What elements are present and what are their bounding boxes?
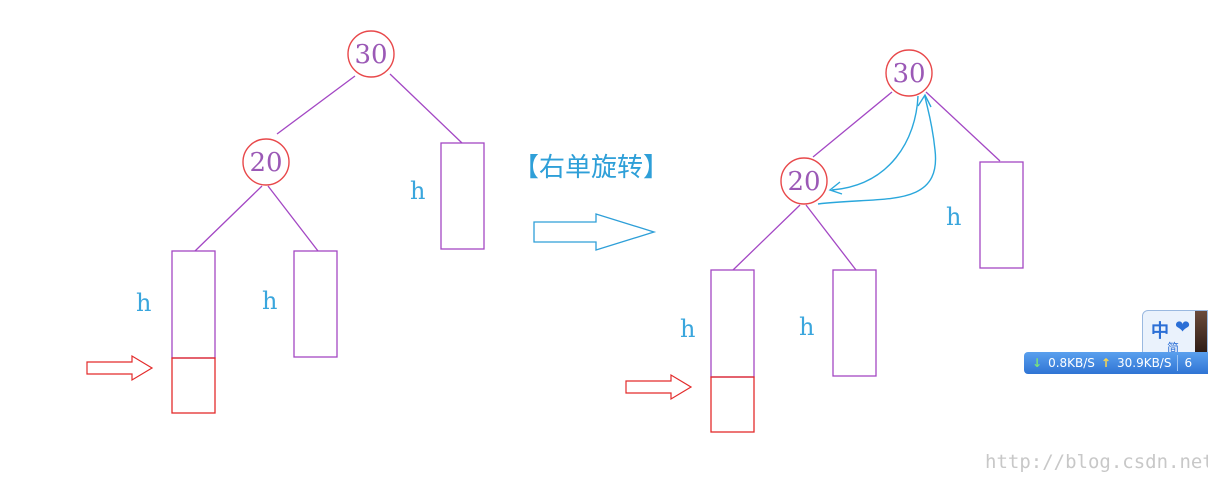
curve-arrowhead-30 [918,95,931,107]
rotation-curve-outer [818,96,936,204]
divider [1177,355,1178,371]
edge-20-right-subtree [268,186,318,251]
height-label-r-right-of-30: h [946,203,961,231]
insertion-arrow-r [626,375,691,399]
height-label-r-left-of-20: h [680,315,695,343]
download-arrow-icon: ↓ [1032,356,1042,370]
edge-20-left-subtree [195,186,262,251]
heart-icon[interactable]: ❤ [1175,317,1190,338]
node-r-20-label: 20 [787,167,820,197]
subtree-right-of-20 [294,251,337,357]
rotation-curve-inner [832,96,918,190]
download-speed: 0.8KB/S [1048,356,1095,370]
subtree-left-of-20 [172,251,215,358]
insertion-arrow [87,356,152,380]
edge-r-30-20 [813,92,892,157]
avatar [1195,311,1207,354]
transform-arrow [534,214,654,250]
height-label-left-of-20: h [136,289,151,317]
subtree-r-left-of-20 [711,270,754,377]
network-speed-bar: ↓ 0.8KB/S ↑ 30.9KB/S 6 [1024,352,1208,374]
subtree-r-right-of-20 [833,270,876,376]
height-label-right-of-30: h [410,177,425,205]
edge-r-20-right-subtree [806,205,856,270]
upload-arrow-icon: ↑ [1101,356,1111,370]
subtree-right-of-30 [441,143,484,249]
inserted-node-box-r [711,377,754,432]
watermark: http://blog.csdn.net/ [985,451,1208,473]
height-label-right-of-20: h [262,287,277,315]
node-20-label: 20 [249,148,282,178]
inserted-node-box [172,358,215,413]
node-r-30-label: 30 [892,59,925,89]
ime-toolbar[interactable]: 中 ❤ 简 [1142,310,1208,354]
upload-speed: 30.9KB/S [1117,356,1171,370]
height-label-r-right-of-20: h [799,313,814,341]
edge-30-right-subtree [390,74,462,143]
edge-30-20 [277,76,355,134]
edge-r-30-right-subtree [926,92,1000,161]
tree-after: 30 20 h h h [626,50,1023,432]
rotation-title: 【右单旋转】 [513,153,669,183]
netbar-extra: 6 [1184,356,1192,370]
curve-arrowhead-20 [830,182,842,194]
edge-r-20-left-subtree [733,205,800,270]
node-30-label: 30 [354,40,387,70]
tree-before: 30 20 h h h [87,31,484,413]
subtree-r-right-of-30 [980,162,1023,268]
